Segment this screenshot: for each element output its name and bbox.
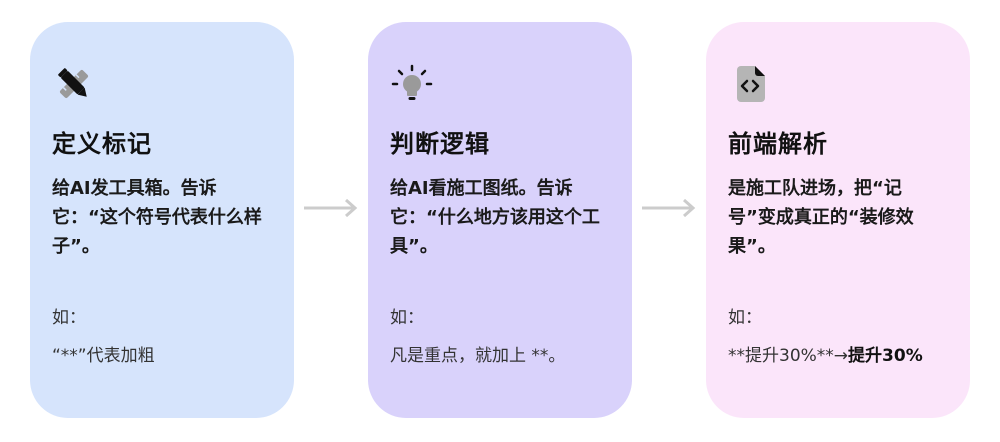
arrow-right-icon <box>304 198 358 218</box>
card-frontend-parsing: 前端解析 是施工队进场，把“记号”变成真正的“装修效果”。 如： **提升30%… <box>706 22 970 418</box>
example-text: “**”代表加粗 <box>52 346 155 366</box>
arrow-right-icon <box>642 198 696 218</box>
card-description: 给AI发工具箱。告诉它：“这个符号代表什么样子”。 <box>52 178 262 257</box>
card-description: 是施工队进场，把“记号”变成真正的“装修效果”。 <box>728 178 914 257</box>
card-decision-logic: 判断逻辑 给AI看施工图纸。告诉它：“什么地方该用这个工具”。 如： 凡是重点，… <box>368 22 632 418</box>
card-define-markers: 定义标记 给AI发工具箱。告诉它：“这个符号代表什么样子”。 如： “**”代表… <box>30 22 294 418</box>
card-title: 定义标记 <box>52 130 152 158</box>
example-label: 如： <box>728 308 762 328</box>
card-title: 前端解析 <box>728 130 828 158</box>
example-text-bold: 提升30% <box>848 346 923 366</box>
lightbulb-icon <box>391 64 433 100</box>
example-label: 如： <box>52 308 86 328</box>
example-text: 凡是重点，就加上 **。 <box>390 346 566 366</box>
card-title: 判断逻辑 <box>390 130 490 158</box>
example-text: **提升30%**→提升30% <box>728 344 923 368</box>
pencil-ruler-icon <box>58 68 89 99</box>
card-description: 给AI看施工图纸。告诉它：“什么地方该用这个工具”。 <box>390 178 600 257</box>
example-label: 如： <box>390 308 424 328</box>
code-file-icon <box>737 66 765 102</box>
example-text-raw: **提升30%**→ <box>728 346 849 366</box>
